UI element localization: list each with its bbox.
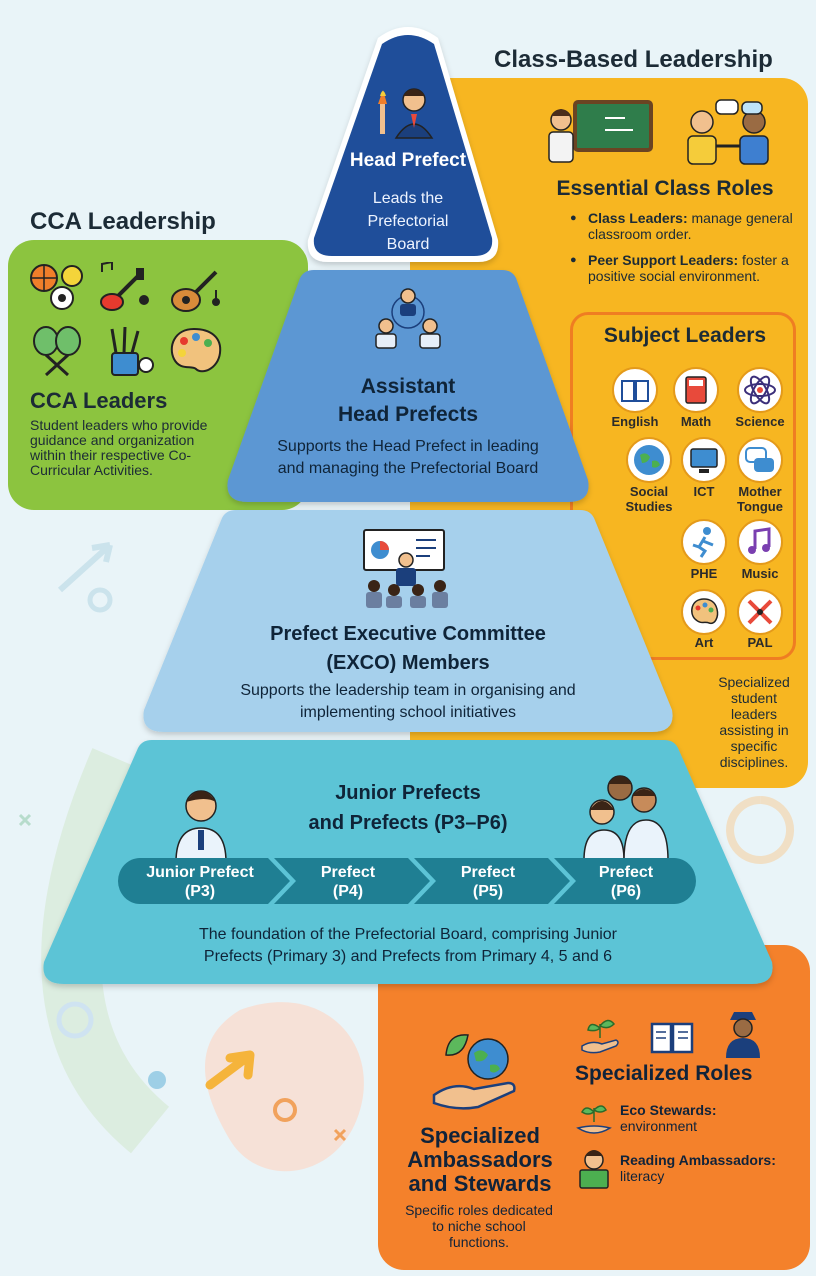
role-peer-support-leaders: Peer Support Leaders: foster a positive … [570,252,795,284]
book-icon [612,367,658,413]
computer-icon [681,437,727,483]
exco-title: Prefect Executive Committee (EXCO) Membe… [270,623,546,674]
teacher-board-icon [548,100,653,163]
guitar-icon [171,270,220,312]
head-prefect-description: Leads the Prefectorial Board [367,190,449,253]
prefects-group-icon [583,775,669,860]
palette-icon [170,327,222,373]
subject-english-label: English [611,414,659,429]
step-prefect-p4: Prefect (P4) [320,864,376,900]
art-palette-icon [681,589,727,635]
tools-icon [737,589,783,635]
essential-roles-list: Class Leaders: manage general classroom … [570,210,795,290]
calculator-icon [673,367,719,413]
subject-social-studies-label: Social Studies [625,484,673,514]
subject-music-label: Music [741,566,779,581]
eco-steward-icon [576,1105,612,1134]
ambassadors-description: Specific roles dedicated to niche school… [405,1202,553,1250]
open-book-icon [650,1022,694,1054]
subject-leaders-title: Subject Leaders [603,324,767,347]
subject-science-label: Science [735,414,785,429]
peer-support-icon [687,99,769,165]
ambassadors-title: Specialized Ambassadors and Stewards [407,1123,553,1196]
speech-bubbles-icon [737,437,783,483]
cca-leaders-description: Student leaders who provide guidance and… [30,417,208,478]
paintbrushes-icon [110,326,154,376]
runner-icon [681,519,727,565]
assistant-head-prefects-description: Supports the Head Prefect in leading and… [277,438,539,477]
subject-ict-label: ICT [693,484,715,499]
exco-description: Supports the leadership team in organisi… [240,682,576,721]
step-prefect-p6: Prefect (P6) [598,864,654,900]
atom-icon [737,367,783,413]
officer-icon [726,1012,760,1058]
role-reading-ambassadors: Reading Ambassadors: literacy [620,1152,776,1184]
cca-leaders-title: CCA Leaders [30,388,168,413]
presentation-meeting-icon [363,529,448,608]
cca-heading: CCA Leadership [30,208,216,235]
subject-phe-label: PHE [690,566,718,581]
essential-class-roles-title: Essential Class Roles [556,177,774,200]
seedling-hand-icon [581,1019,619,1054]
step-junior-prefect-p3: Junior Prefect (P3) [146,864,254,900]
subject-mother-tongue-label: Mother Tongue [737,484,783,514]
globe-icon [626,437,672,483]
junior-prefect-icon [175,790,227,862]
music-notes-guitar-icon [100,262,149,311]
head-prefect-icon [378,88,434,139]
subject-art-label: Art [694,635,714,650]
subject-math-label: Math [680,414,712,429]
specialized-roles-title: Specialized Roles [575,1062,753,1085]
pyramid-tier-3 [143,510,673,732]
junior-prefects-title: Junior Prefects and Prefects (P3–P6) [308,782,508,834]
role-eco-stewards: Eco Stewards: environment [620,1102,717,1134]
hand-globe-plant-icon [432,1034,516,1110]
sports-balls-icon [30,264,83,310]
subject-leaders-description: Specialized student leaders assisting in… [718,674,790,770]
class-based-heading: Class-Based Leadership [494,46,773,73]
head-prefect-title: Head Prefect [349,150,467,171]
org-chart-icon [375,288,441,349]
assistant-head-prefects-title: Assistant Head Prefects [337,375,479,426]
reading-ambassador-icon [579,1150,609,1189]
prefect-progression-chevrons [118,858,696,904]
junior-prefects-description: The foundation of the Prefectorial Board… [198,926,617,965]
role-class-leaders: Class Leaders: manage general classroom … [570,210,795,242]
music-note-icon [737,519,783,565]
pyramid-tier-2 [227,270,589,502]
step-prefect-p5: Prefect (P5) [460,864,516,900]
subject-pal-label: PAL [747,635,773,650]
rackets-icon [33,326,81,377]
